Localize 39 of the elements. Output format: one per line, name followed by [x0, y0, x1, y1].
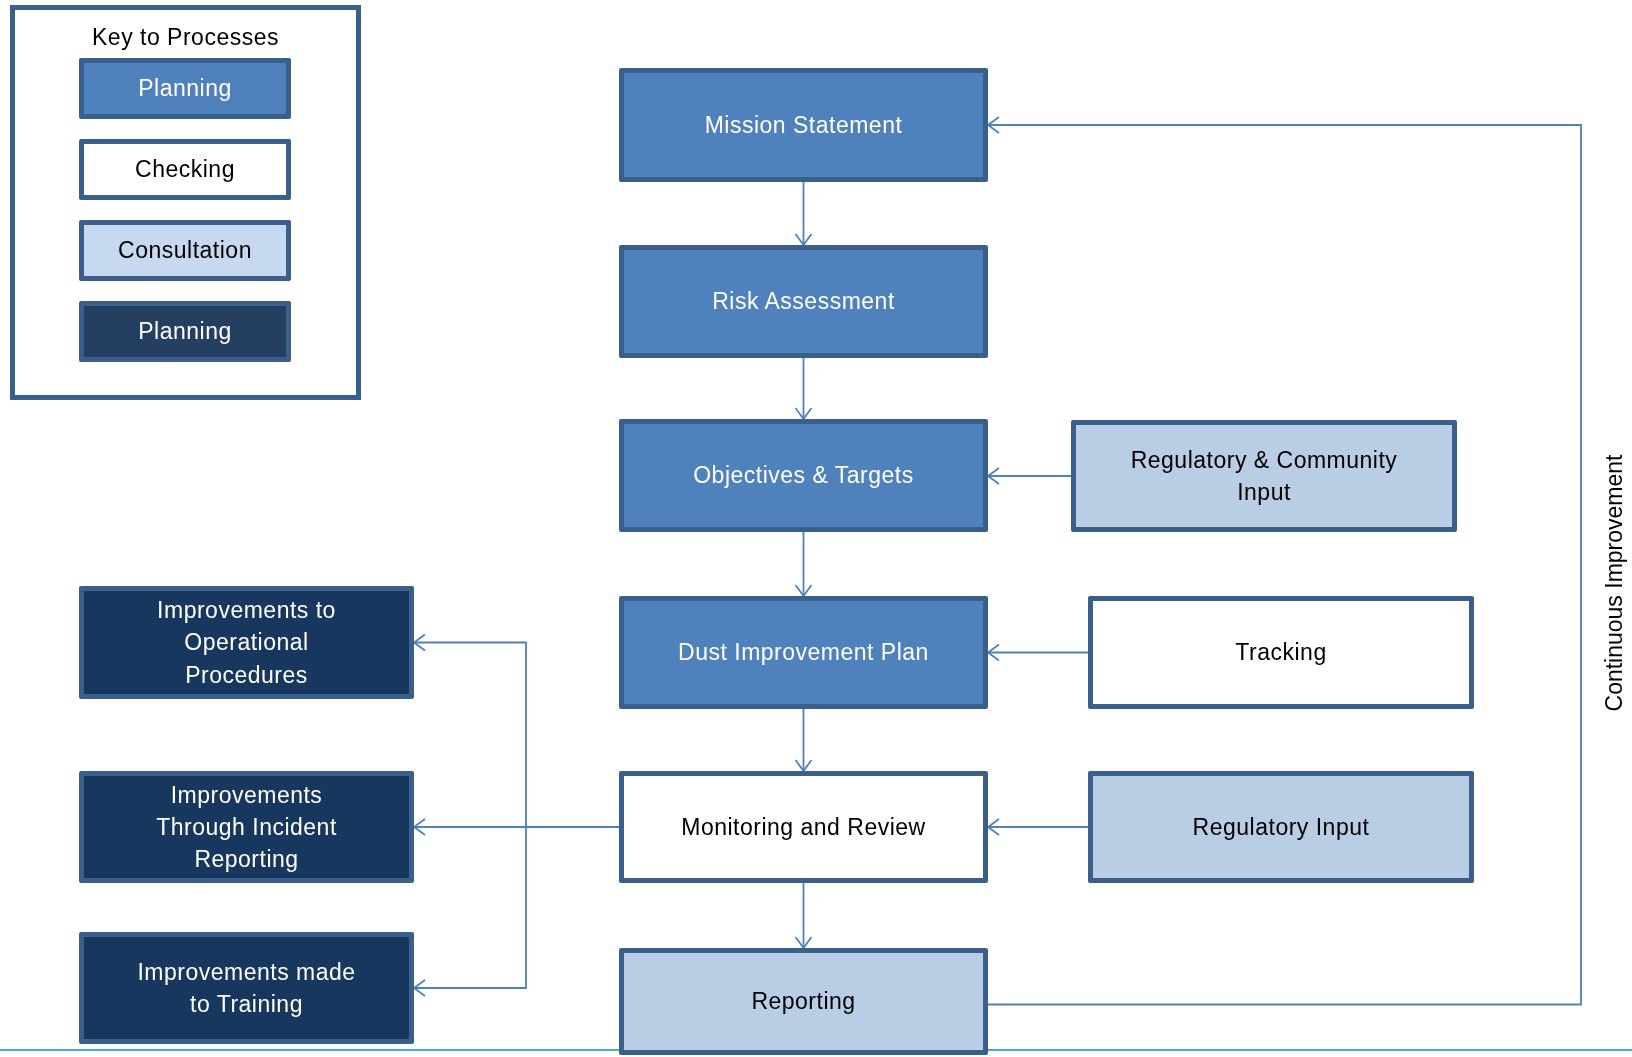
process-box [79, 771, 414, 883]
box-label: Tracking [1235, 638, 1327, 668]
legend-swatch: Planning [79, 301, 291, 362]
process-box [619, 245, 988, 358]
process-box [619, 596, 988, 709]
process-box [619, 771, 988, 883]
box-label: Improvements Through Incident Reporting [155, 780, 338, 875]
arrow [794, 882, 813, 949]
box-label: Risk Assessment [712, 287, 895, 317]
arrow [794, 357, 813, 420]
process-box [79, 932, 414, 1044]
arrow [413, 826, 620, 997]
process-box [1088, 596, 1474, 709]
arrow [794, 531, 813, 597]
process-box [1071, 420, 1457, 532]
box-label: Objectives & Targets [693, 461, 914, 491]
process-box [619, 419, 988, 532]
legend-swatch: Consultation [79, 220, 291, 281]
box-label: Improvements to Operational Procedures [156, 596, 337, 690]
box-label: Regulatory & Community Input [1129, 445, 1399, 507]
arrow [794, 708, 813, 772]
arrow [987, 467, 1072, 485]
arrow [987, 818, 1089, 836]
box-label: Mission Statement [704, 110, 903, 140]
box-label: Improvements made to Training [136, 957, 357, 1019]
box-label: Regulatory Input [1192, 812, 1370, 842]
process-box [79, 586, 414, 699]
arrow [794, 181, 813, 246]
arrow [987, 643, 1089, 662]
key-title: Key to Processes [91, 24, 280, 51]
process-box [1088, 771, 1474, 883]
process-box [619, 68, 988, 182]
legend-swatch: Planning [79, 58, 291, 119]
legend-swatch: Checking [79, 139, 291, 200]
process-box [619, 948, 988, 1055]
box-label: Monitoring and Review [681, 812, 926, 842]
box-label: Reporting [751, 987, 856, 1017]
box-label: Dust Improvement Plan [678, 638, 929, 668]
arrow [987, 116, 1582, 1006]
